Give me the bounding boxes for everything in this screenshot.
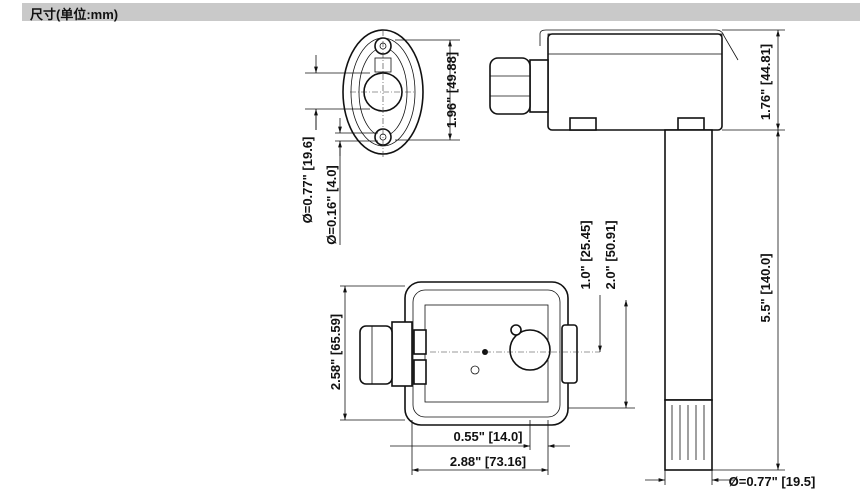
dim-housing-width: 2.88" [73.16] [450, 454, 526, 469]
dim-screw-hole-dia: Ø=0.16" [4.0] [324, 165, 339, 245]
dim-center-offset-2: 2.0" [50.91] [603, 220, 618, 289]
side-view [489, 29, 785, 485]
front-view [340, 281, 635, 475]
dim-mount-hole-dia: Ø=0.77" [19.6] [300, 137, 315, 224]
section-title: 尺寸(单位:mm) [30, 7, 119, 22]
mounting-plate-view [305, 29, 460, 245]
section-header: 尺寸(单位:mm) [22, 3, 860, 22]
dim-center-offset-1: 1.0" [25.45] [578, 220, 593, 289]
dim-housing-depth: 2.58" [65.59] [328, 314, 343, 390]
dim-gland-width: 0.55" [14.0] [453, 429, 522, 444]
dim-probe-dia: Ø=0.77" [19.5] [729, 474, 816, 489]
dim-housing-height: 1.76" [44.81] [758, 44, 773, 120]
dim-mount-height: 1.96" [49.88] [444, 52, 459, 128]
dim-probe-length: 5.5" [140.0] [758, 253, 773, 322]
